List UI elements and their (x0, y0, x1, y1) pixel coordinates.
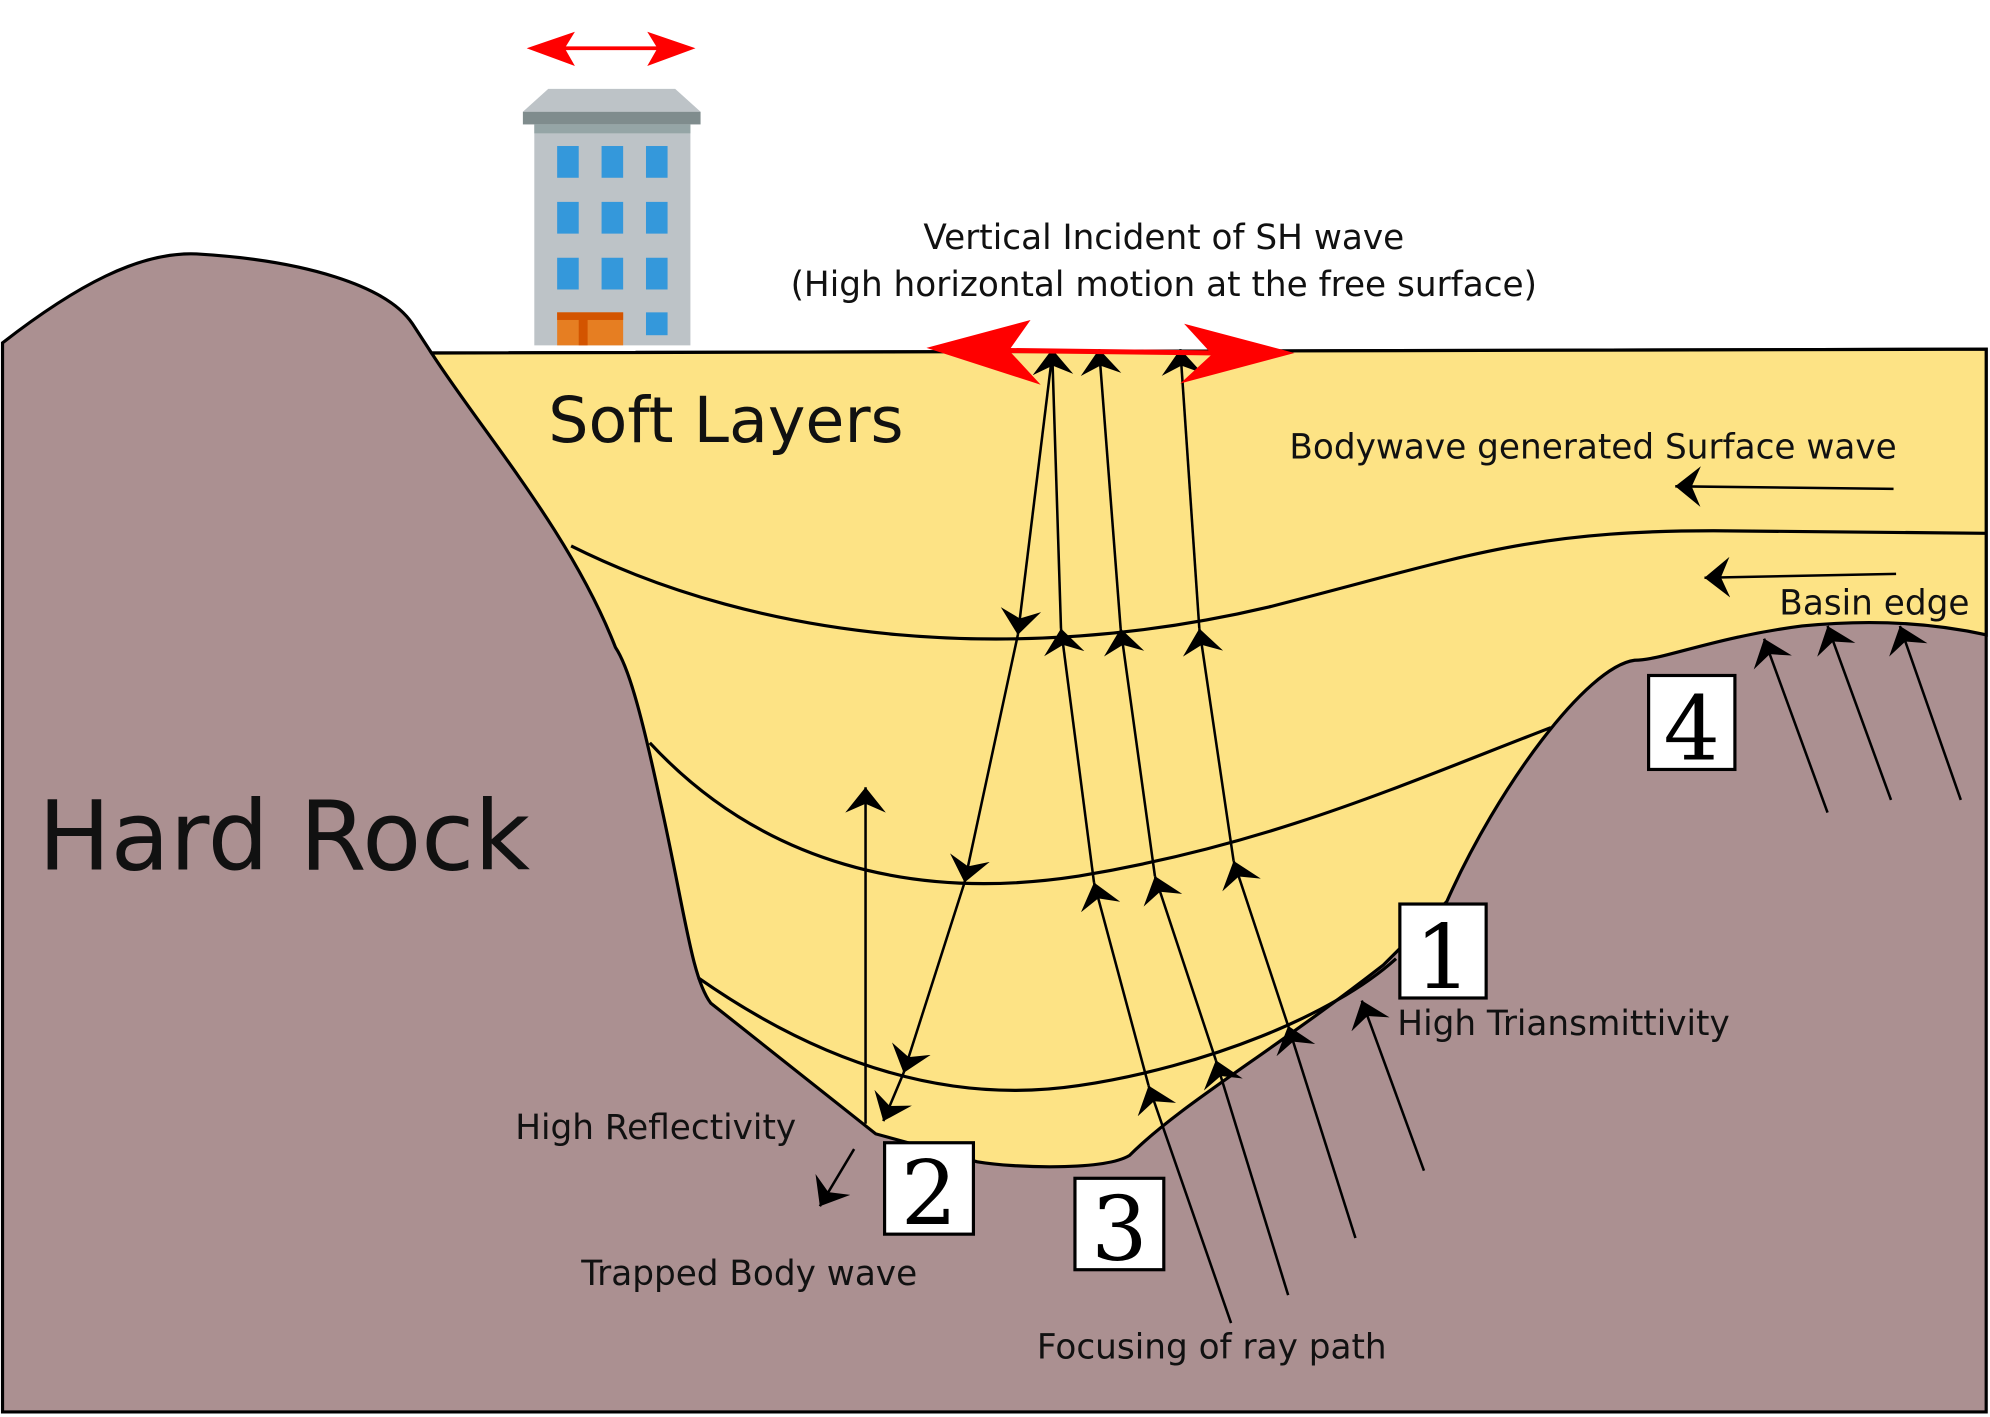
marker-4: 4 (1647, 673, 1737, 780)
ray-path-1 (1032, 349, 1233, 1324)
layer-boundary-1 (570, 529, 1987, 641)
surface-wave-arrow-1 (1675, 466, 1894, 507)
hard-rock-label: Hard Rock (38, 780, 530, 893)
building-icon (522, 31, 701, 346)
basin-edge-ray-2 (1817, 625, 1893, 801)
reflected-ray (874, 355, 1054, 1122)
svg-text:3: 3 (1091, 1178, 1148, 1281)
layer-boundary-3 (697, 957, 1398, 1092)
soft-layers-label: Soft Layers (548, 383, 903, 457)
focusing-label: Focusing of ray path (1037, 1328, 1387, 1368)
basin-edge-ray-3 (1889, 625, 1963, 801)
title-line-1: Vertical Incident of SH wave (923, 218, 1404, 258)
ray-path-3 (1161, 349, 1357, 1239)
basin-edge-label: Basin edge (1779, 584, 1969, 624)
svg-text:2: 2 (901, 1142, 958, 1245)
high-reflectivity-label: High Reflectivity (515, 1108, 796, 1148)
title-line-2: (High horizontal motion at the free surf… (791, 265, 1537, 305)
high-transmittivity-label: High Triansmittivity (1397, 1004, 1729, 1044)
marker-2: 2 (882, 1141, 976, 1245)
marker-1: 1 (1398, 902, 1488, 1009)
basin-edge-ray-1 (1753, 638, 1829, 814)
svg-text:1: 1 (1415, 906, 1472, 1009)
svg-text:4: 4 (1663, 677, 1720, 780)
transmitted-ray-4 (1351, 1000, 1426, 1172)
trapped-body-wave-label: Trapped Body wave (580, 1254, 917, 1294)
surface-wave-label: Bodywave generated Surface wave (1289, 427, 1896, 467)
surface-motion-arrow-icon (926, 319, 1295, 385)
surface-wave-arrow-2 (1704, 556, 1897, 598)
marker-3: 3 (1073, 1176, 1166, 1281)
soft-layers-basin (428, 347, 1988, 1169)
ray-path-2 (1080, 349, 1290, 1296)
trapped-wave-arrow (815, 1148, 856, 1207)
layer-boundary-2 (648, 726, 1552, 886)
